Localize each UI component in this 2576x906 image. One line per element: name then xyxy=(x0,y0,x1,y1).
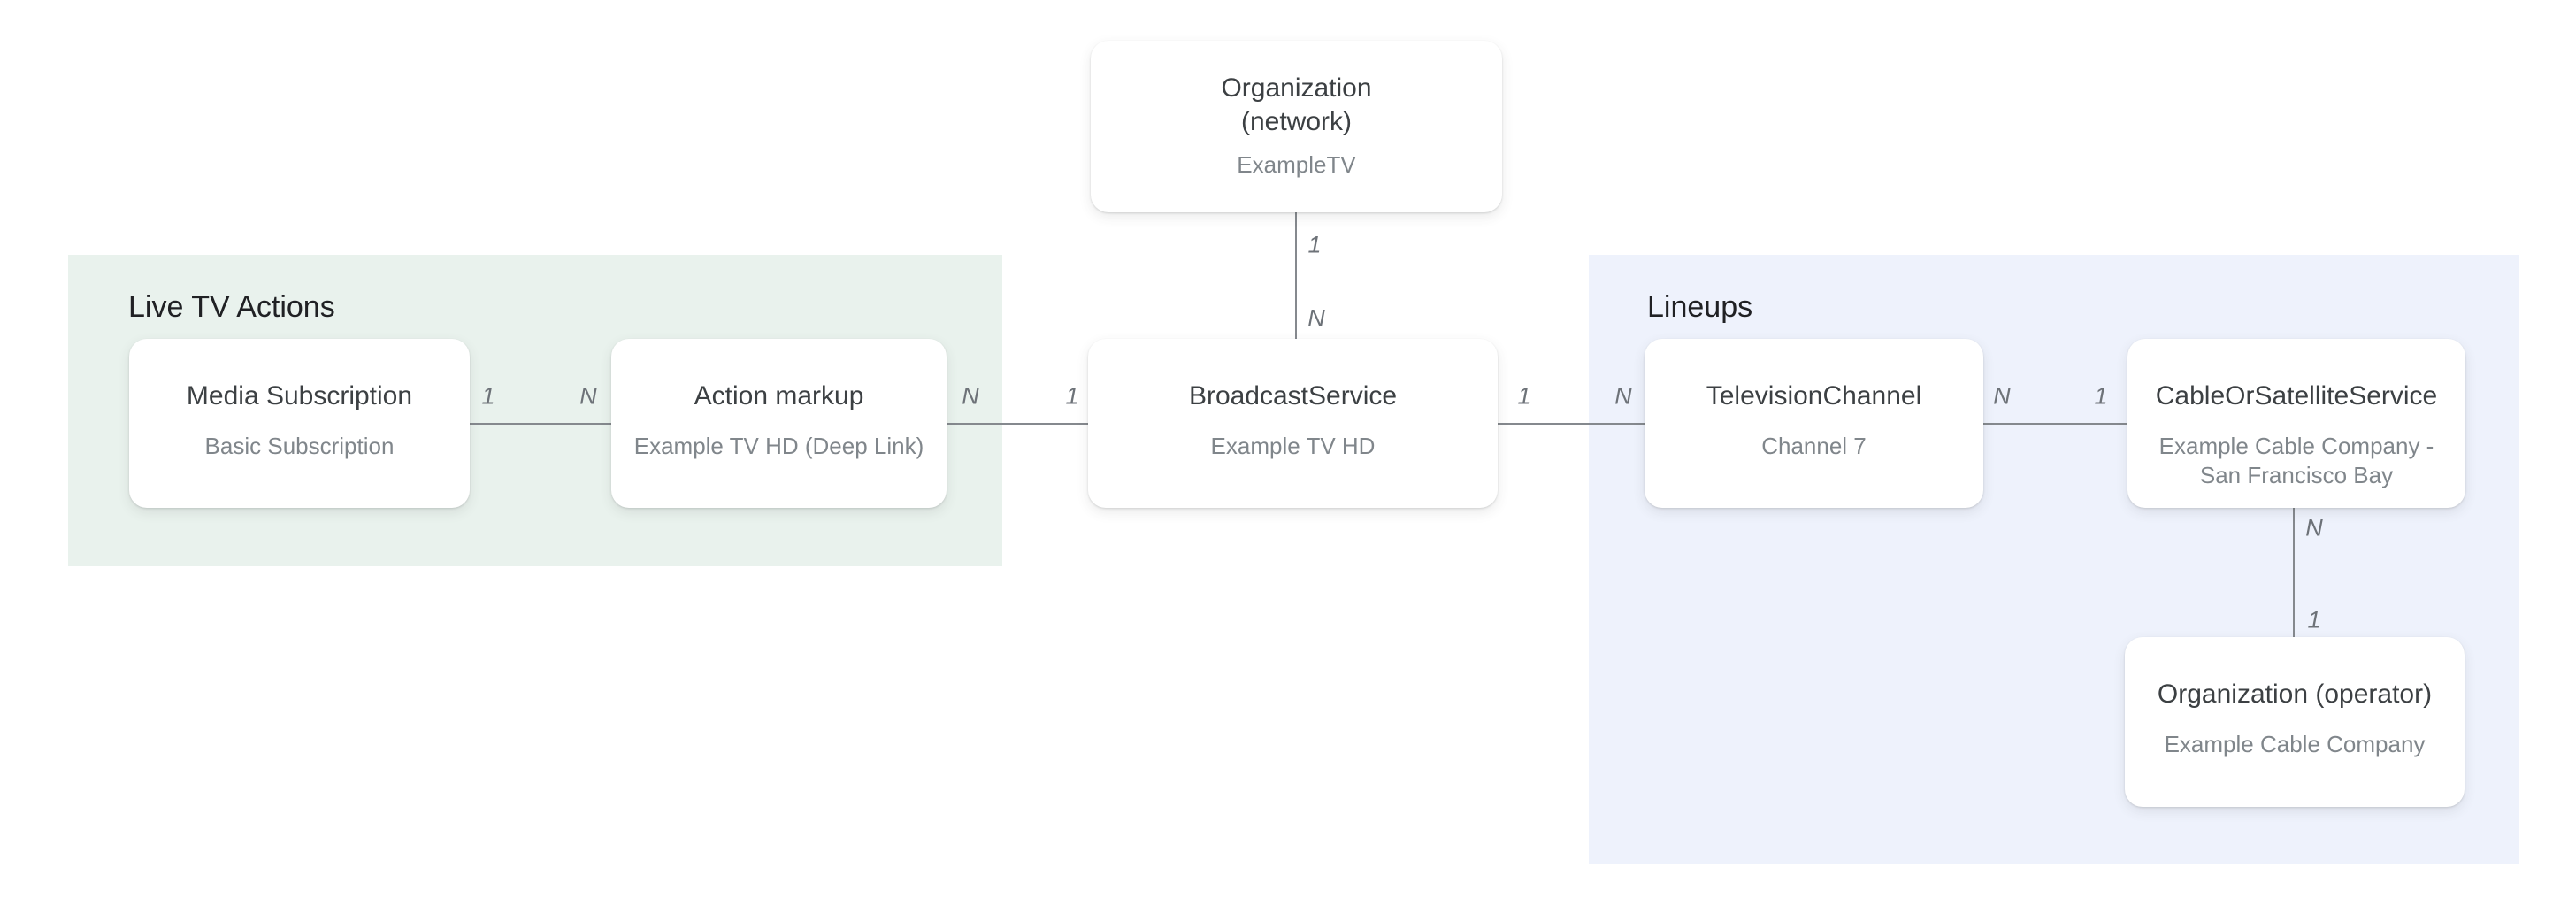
node-media-subscription: Media Subscription Basic Subscription xyxy=(129,339,470,508)
node-organization-operator-subtitle: Example Cable Company xyxy=(2164,731,2426,757)
cardinality-action-broadcast-n: N xyxy=(962,382,979,410)
cardinality-network-broadcast-n: N xyxy=(1307,304,1325,332)
group-live-tv-actions-label: Live TV Actions xyxy=(128,290,335,324)
connector-network-broadcast xyxy=(1295,212,1297,340)
cardinality-mediasub-action-1: 1 xyxy=(481,382,495,410)
node-television-channel-subtitle: Channel 7 xyxy=(1761,433,1867,459)
connector-mediasub-action xyxy=(470,423,611,425)
node-cable-or-satellite-service-title: CableOrSatelliteService xyxy=(2155,381,2438,411)
node-action-markup-title: Action markup xyxy=(694,381,864,411)
cardinality-tv-cable-n: N xyxy=(1993,382,2011,410)
group-lineups-label: Lineups xyxy=(1647,290,1753,324)
node-media-subscription-title: Media Subscription xyxy=(186,381,413,411)
connector-action-broadcast xyxy=(947,423,1088,425)
cardinality-tv-cable-1: 1 xyxy=(2094,382,2108,410)
node-media-subscription-subtitle: Basic Subscription xyxy=(204,433,395,459)
node-broadcast-service-subtitle: Example TV HD xyxy=(1210,433,1376,459)
cardinality-broadcast-tv-1: 1 xyxy=(1517,382,1531,410)
cardinality-cable-operator-1: 1 xyxy=(2307,606,2321,633)
connector-cable-operator xyxy=(2293,508,2295,637)
node-organization-operator-title: Organization (operator) xyxy=(2157,680,2433,709)
cardinality-broadcast-tv-n: N xyxy=(1614,382,1632,410)
node-action-markup-subtitle: Example TV HD (Deep Link) xyxy=(633,433,924,459)
cardinality-action-broadcast-1: 1 xyxy=(1065,382,1079,410)
node-organization-network: Organization (network) ExampleTV xyxy=(1091,41,1502,212)
node-cable-or-satellite-service-subtitle: Example Cable Company - San Francisco Ba… xyxy=(2158,433,2434,488)
node-broadcast-service-title: BroadcastService xyxy=(1188,381,1398,411)
cardinality-network-broadcast-1: 1 xyxy=(1307,231,1322,258)
connector-tv-cable xyxy=(1983,423,2128,425)
node-cable-or-satellite-service: CableOrSatelliteService Example Cable Co… xyxy=(2128,339,2465,508)
node-television-channel: TelevisionChannel Channel 7 xyxy=(1644,339,1983,508)
cardinality-cable-operator-n: N xyxy=(2305,514,2323,541)
connector-broadcast-tv xyxy=(1498,423,1644,425)
node-action-markup: Action markup Example TV HD (Deep Link) xyxy=(611,339,947,508)
node-organization-network-subtitle: ExampleTV xyxy=(1237,151,1356,178)
cardinality-mediasub-action-n: N xyxy=(579,382,597,410)
node-television-channel-title: TelevisionChannel xyxy=(1706,381,1922,411)
node-organization-operator: Organization (operator) Example Cable Co… xyxy=(2125,637,2465,807)
node-organization-network-title: Organization (network) xyxy=(1221,73,1372,136)
node-broadcast-service: BroadcastService Example TV HD xyxy=(1088,339,1498,508)
